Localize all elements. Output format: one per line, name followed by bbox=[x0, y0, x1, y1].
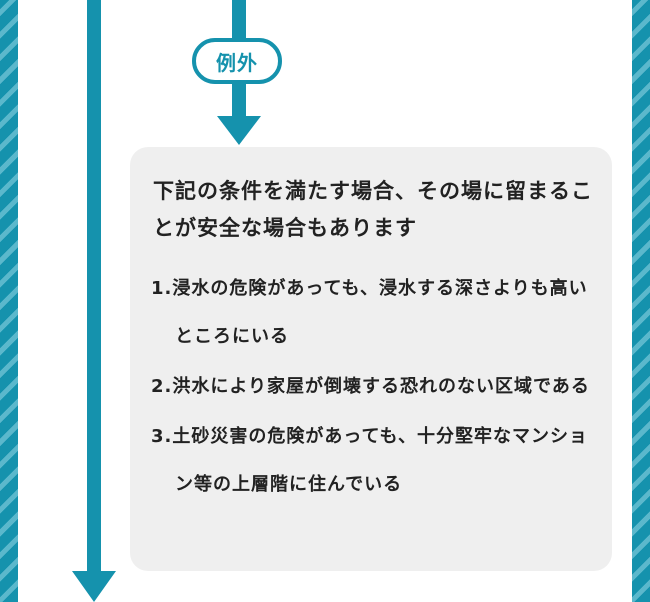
left-decorative-stripe bbox=[0, 0, 18, 602]
exception-label: 例外 bbox=[192, 38, 282, 84]
left-arrow-down-icon bbox=[72, 571, 116, 602]
condition-item: 2.洪水により家屋が倒壊する恐れのない区域である bbox=[151, 376, 590, 397]
exception-flow-line bbox=[232, 84, 246, 118]
conditions-heading: 下記の条件を満たす場合、その場に留まることが安全な場合もあります bbox=[153, 179, 593, 240]
condition-item: 3.土砂災害の危険があっても、十分堅牢なマンション等の上層階に住んでいる bbox=[151, 426, 589, 495]
conditions-list: 1.浸水の危険があっても、浸水する深さよりも高いところにいる 2.洪水により家屋… bbox=[151, 265, 603, 511]
exception-conditions-box: 下記の条件を満たす場合、その場に留まることが安全な場合もあります 1.浸水の危険… bbox=[130, 147, 612, 571]
right-decorative-stripe bbox=[632, 0, 650, 602]
condition-item: 1.浸水の危険があっても、浸水する深さよりも高いところにいる bbox=[151, 278, 588, 347]
exception-flow-line-top bbox=[232, 0, 246, 40]
left-flow-line bbox=[87, 0, 101, 575]
exception-arrow-down-icon bbox=[217, 116, 261, 145]
